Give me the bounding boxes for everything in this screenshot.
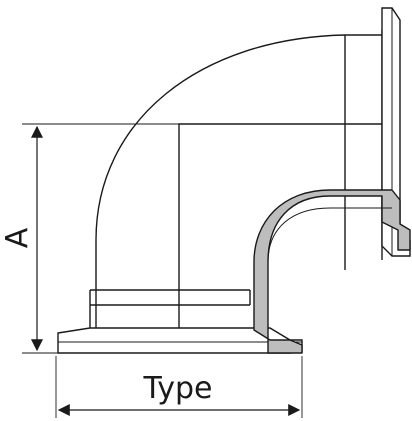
right-ferrule xyxy=(344,30,383,270)
bottom-flange xyxy=(57,327,303,354)
inner-tube-lines xyxy=(178,123,382,352)
dim-a-label: A xyxy=(0,227,35,248)
bottom-ferrule-band xyxy=(89,289,251,330)
outer-bend-curve xyxy=(95,34,346,290)
dim-type-label: Type xyxy=(143,371,213,406)
section-cut-inner xyxy=(267,207,392,340)
section-cut-wall xyxy=(253,189,411,354)
